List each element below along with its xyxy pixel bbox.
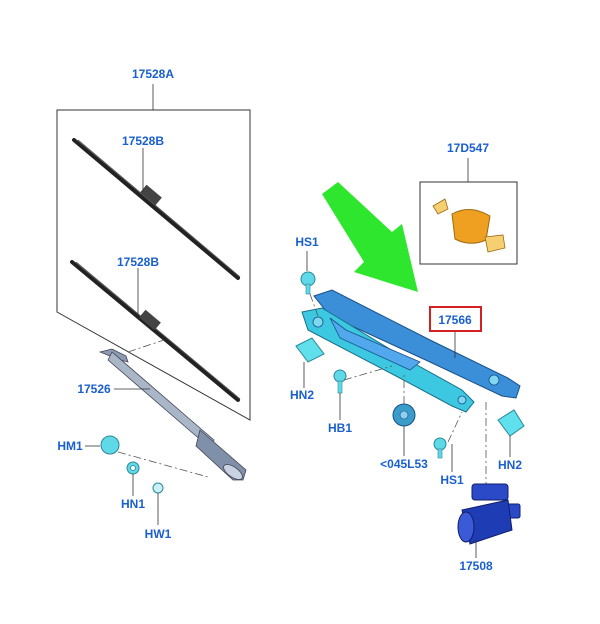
bushing-045l53[interactable] — [392, 403, 416, 427]
nut-hn1[interactable] — [126, 461, 140, 475]
label-hn2-left: HN2 — [290, 388, 314, 402]
cap-hm1[interactable] — [100, 435, 120, 455]
washer-hw1[interactable] — [152, 482, 164, 494]
label-17526: 17526 — [77, 382, 111, 396]
label-hs1-right: HS1 — [440, 473, 464, 487]
wiper-arm[interactable] — [98, 348, 247, 482]
wiper-motor[interactable] — [457, 483, 521, 545]
label-17528b-lower: 17528B — [117, 255, 159, 269]
green-arrow-icon — [322, 182, 418, 292]
label-17566: 17566 — [438, 313, 472, 327]
grommet-hn2-left[interactable] — [295, 337, 325, 363]
grommet-hn2-right[interactable] — [497, 409, 525, 437]
linkage-highlight-box — [429, 306, 482, 332]
wiper-linkage[interactable] — [301, 289, 521, 413]
bolt-hs1-left[interactable] — [300, 271, 316, 295]
cover-17d547[interactable] — [432, 198, 506, 253]
bolt-hb1[interactable] — [333, 369, 347, 394]
wiper-blade-upper[interactable] — [72, 138, 241, 280]
wiper-blade-lower[interactable] — [70, 260, 241, 402]
label-17508: 17508 — [459, 559, 493, 573]
label-17d547: 17D547 — [447, 141, 489, 155]
label-17528b-upper: 17528B — [122, 134, 164, 148]
cover-frame — [419, 181, 518, 265]
label-hw1: HW1 — [145, 527, 172, 541]
label-hb1: HB1 — [328, 421, 352, 435]
label-hs1-left: HS1 — [295, 235, 319, 249]
label-17528a: 17528A — [132, 67, 174, 81]
label-hn2-right: HN2 — [498, 458, 522, 472]
bolt-hs1-right[interactable] — [433, 437, 447, 459]
label-hn1: HN1 — [121, 497, 145, 511]
blade-kit-frame — [56, 109, 251, 421]
label-hm1: HM1 — [57, 439, 83, 453]
label-045l53: <045L53 — [380, 457, 428, 471]
